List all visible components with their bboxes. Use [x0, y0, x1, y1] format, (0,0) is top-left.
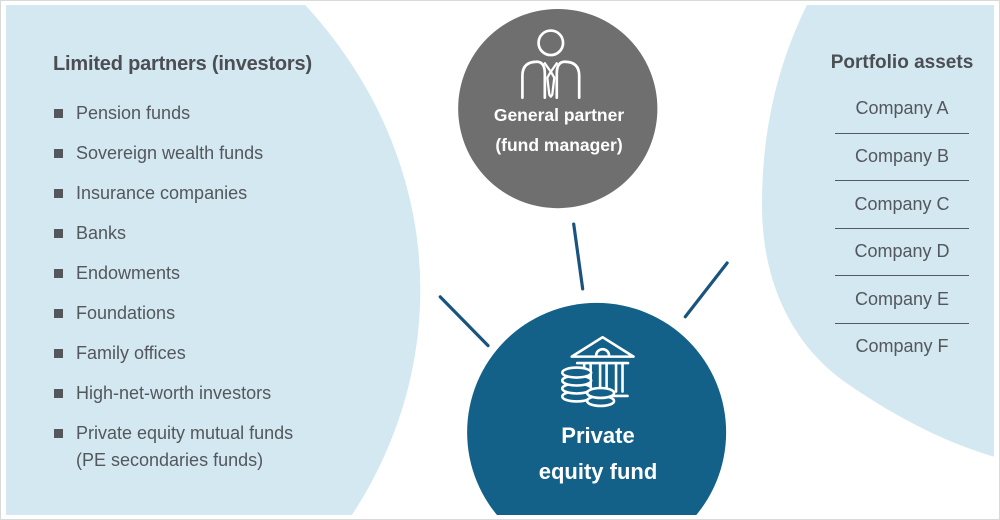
bank-coins-icon [560, 335, 635, 408]
company-row: Company D [835, 227, 969, 276]
square-bullet-icon [54, 349, 63, 358]
list-item: Foundations [50, 293, 420, 333]
square-bullet-icon [54, 229, 63, 238]
limited-partners-header: Limited partners (investors) [53, 53, 312, 75]
list-item: Endowments [50, 253, 420, 293]
general-partner-label-line1: General partner [493, 105, 625, 125]
private-equity-fund-circle [467, 302, 727, 519]
portfolio-assets-ellipse [761, 1, 999, 458]
limited-partners-ellipse [1, 1, 421, 519]
connector-line-left [438, 295, 490, 348]
general-partner-label-line2: (fund manager) [495, 134, 623, 155]
portfolio-assets-list: Company A Company B Company C Company D … [835, 85, 969, 370]
list-item-label: Banks [76, 223, 127, 243]
person-icon [521, 29, 581, 99]
list-item: Private equity mutual funds (PE secondar… [50, 413, 420, 480]
square-bullet-icon [54, 109, 63, 118]
list-item-label: Insurance companies [76, 183, 248, 203]
list-item-label: Foundations [76, 303, 176, 323]
list-item-label: Family offices [76, 343, 186, 363]
list-item-label: High-net-worth investors [76, 383, 272, 403]
list-item-label: Sovereign wealth funds [76, 143, 264, 163]
square-bullet-icon [54, 149, 63, 158]
company-row: Company A [855, 98, 949, 119]
general-partner-label: General partner (fund manager) [459, 101, 659, 160]
company-row: Company C [835, 180, 969, 228]
general-partner-circle [458, 8, 658, 209]
list-item-label: Pension funds [76, 103, 191, 123]
list-item: Family offices [50, 333, 420, 373]
square-bullet-icon [54, 269, 63, 278]
company-row: Company B [835, 132, 969, 181]
square-bullet-icon [54, 429, 63, 438]
limited-partners-list: Pension funds Sovereign wealth funds Ins… [50, 93, 420, 480]
connector-line-right [683, 261, 729, 319]
list-item-label: Endowments [76, 263, 181, 283]
square-bullet-icon [54, 309, 63, 318]
portfolio-assets-header: Portfolio assets [830, 52, 974, 73]
private-equity-fund-label: Private equity fund [468, 418, 728, 489]
list-item-label: Private equity mutual funds (PE secondar… [76, 423, 294, 470]
connector-line-middle [572, 222, 585, 291]
square-bullet-icon [54, 389, 63, 398]
list-item: High-net-worth investors [50, 373, 420, 413]
private-equity-fund-label-line1: Private [561, 423, 635, 448]
square-bullet-icon [54, 189, 63, 198]
list-item: Sovereign wealth funds [50, 133, 420, 173]
company-row: Company F [835, 322, 969, 371]
list-item: Pension funds [50, 93, 420, 133]
list-item: Insurance companies [50, 173, 420, 213]
private-equity-fund-label-line2: equity fund [538, 458, 658, 484]
list-item: Banks [50, 213, 420, 253]
company-row: Company E [835, 275, 969, 323]
